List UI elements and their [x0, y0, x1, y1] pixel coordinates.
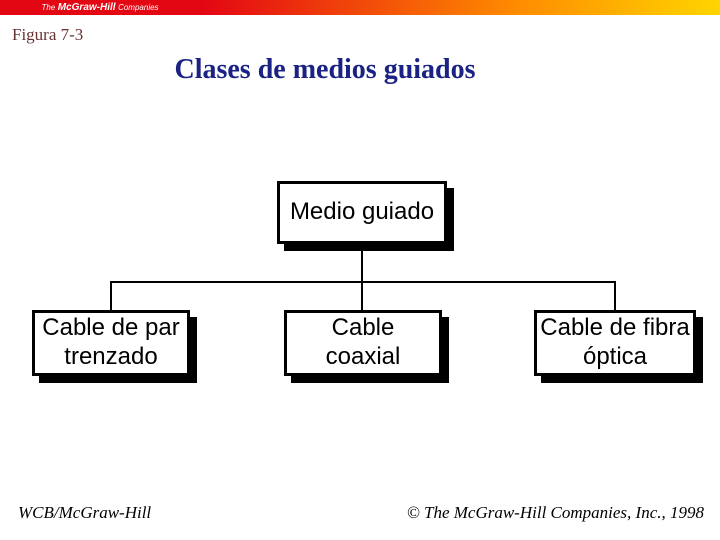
connector-stub-right	[614, 281, 616, 311]
logo-text-companies: Companies	[118, 3, 159, 12]
connector-stub-left	[110, 281, 112, 311]
logo-text-mcgraw-hill: McGraw-Hill	[57, 2, 116, 13]
brand-banner: The McGraw-Hill Companies	[0, 0, 720, 15]
footer-publisher: WCB/McGraw-Hill	[18, 503, 152, 522]
figure-label: Figura 7-3	[12, 25, 84, 44]
node-label-line1: Cable	[331, 314, 395, 342]
node-cable-par-trenzado-label: Cable de par trenzado	[42, 314, 179, 372]
mcgraw-hill-logo: The McGraw-Hill Companies	[0, 1, 200, 14]
node-cable-fibra-optica: Cable de fibra óptica	[534, 310, 696, 376]
node-cable-par-trenzado: Cable de par trenzado	[32, 310, 190, 376]
node-label-line2: óptica	[582, 343, 648, 370]
node-label-line2: coaxial	[325, 343, 401, 370]
connector-horizontal	[110, 281, 616, 283]
node-label-line1: Cable de fibra	[540, 314, 690, 342]
logo-text-the: The	[41, 3, 56, 12]
node-medio-guiado: Medio guiado	[277, 181, 447, 244]
connector-stub-middle	[361, 281, 363, 311]
node-cable-coaxial: Cable coaxial	[284, 310, 442, 376]
slide-title: Clases de medios guiados	[174, 54, 476, 85]
connector-root-vertical	[361, 244, 363, 282]
node-cable-fibra-optica-label: Cable de fibra óptica	[540, 314, 689, 372]
node-label-line2: trenzado	[64, 343, 158, 370]
node-medio-guiado-label: Medio guiado	[289, 198, 435, 226]
footer-copyright: © The McGraw-Hill Companies, Inc., 1998	[406, 503, 704, 522]
node-cable-coaxial-label: Cable coaxial	[326, 314, 401, 372]
node-label-line1: Cable de par	[42, 314, 180, 342]
